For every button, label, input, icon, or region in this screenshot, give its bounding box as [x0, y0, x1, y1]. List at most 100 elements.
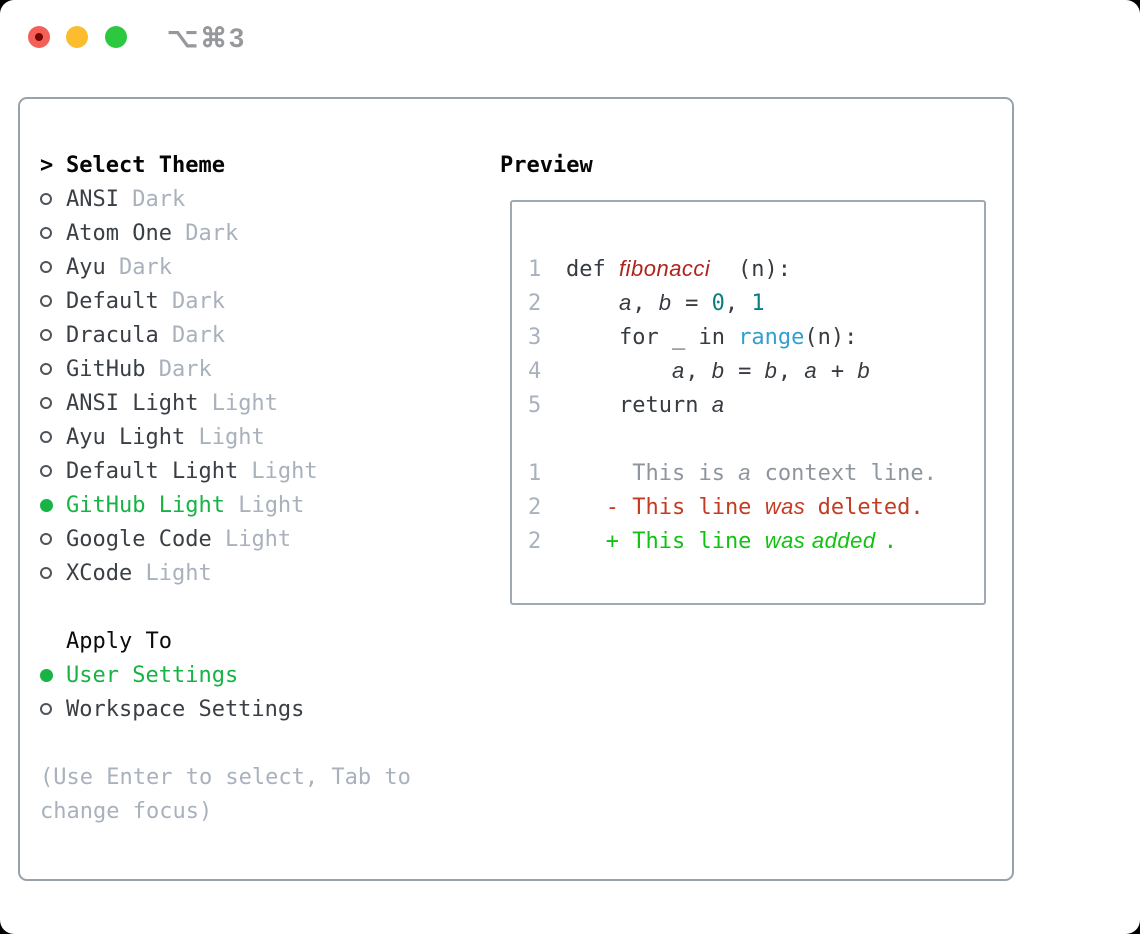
- spacer: [40, 590, 480, 624]
- theme-variant: Light: [185, 424, 265, 450]
- theme-option-google-code[interactable]: Google Code Light: [40, 522, 480, 556]
- code-token: b: [764, 358, 778, 383]
- theme-name: ANSI Light: [66, 390, 199, 416]
- theme-name: XCode: [66, 560, 133, 586]
- line-number: 5: [528, 392, 542, 418]
- radio-icon: [40, 567, 66, 579]
- line-number: 2: [528, 528, 542, 554]
- theme-option-ansi-light[interactable]: ANSI Light Light: [40, 386, 480, 420]
- code-token: b: [658, 290, 672, 315]
- theme-variant: Light: [238, 458, 318, 484]
- code-token: deleted.: [804, 494, 924, 520]
- code-token: a: [804, 358, 818, 383]
- theme-variant: Light: [198, 390, 278, 416]
- radio-icon: [40, 363, 66, 375]
- code-token: return: [566, 392, 712, 418]
- line-number: 2: [528, 494, 542, 520]
- radio-icon: [40, 295, 66, 307]
- code-token: was: [764, 494, 806, 519]
- theme-option-xcode[interactable]: XCode Light: [40, 556, 480, 590]
- code-token: a: [671, 358, 685, 383]
- code-line: 1 This is a context line.: [528, 456, 976, 490]
- code-token: ,: [724, 290, 752, 316]
- theme-option-default-dark[interactable]: Default Dark: [40, 284, 480, 318]
- close-dot-icon: [35, 33, 43, 41]
- code-token: [566, 359, 672, 384]
- theme-name: Ayu Light: [66, 424, 186, 450]
- code-line: 2 - This line was deleted.: [528, 490, 976, 524]
- code-token: [566, 291, 619, 316]
- code-token: b: [711, 358, 725, 383]
- code-token: range: [738, 324, 805, 350]
- code-token: ,: [777, 358, 805, 384]
- line-number: 1: [528, 256, 542, 282]
- close-button[interactable]: [28, 26, 50, 48]
- theme-variant: Dark: [158, 322, 225, 348]
- select-theme-title: Select Theme: [66, 152, 225, 178]
- theme-name: ANSI: [66, 186, 119, 212]
- radio-icon: [40, 193, 66, 205]
- code-token: def: [566, 256, 619, 282]
- theme-variant: Light: [224, 492, 305, 518]
- radio-selected-icon: [40, 668, 66, 682]
- theme-option-ansi-dark[interactable]: ANSI Dark: [40, 182, 480, 216]
- theme-variant: Dark: [171, 220, 239, 246]
- code-token: (n):: [738, 256, 792, 282]
- theme-option-ayu-light[interactable]: Ayu Light Light: [40, 420, 480, 454]
- code-token: =: [671, 290, 712, 316]
- theme-name: Ayu: [66, 254, 106, 280]
- radio-icon: [40, 703, 66, 715]
- theme-option-dracula-dark[interactable]: Dracula Dark: [40, 318, 480, 352]
- focus-caret-icon: >: [40, 152, 54, 178]
- radio-icon: [40, 397, 66, 409]
- code-token: for _ in: [566, 324, 739, 350]
- theme-option-github-dark[interactable]: GitHub Dark: [40, 352, 480, 386]
- theme-name: GitHub: [66, 356, 146, 382]
- code-token: was added: [764, 528, 876, 553]
- theme-option-default-light[interactable]: Default Light Light: [40, 454, 480, 488]
- code-token: ,: [632, 290, 659, 316]
- radio-icon: [40, 533, 66, 545]
- theme-option-atom-one-dark[interactable]: Atom One Dark: [40, 216, 480, 250]
- apply-option-workspace-settings[interactable]: Workspace Settings: [40, 692, 480, 726]
- line-number: 2: [528, 290, 542, 316]
- code-token: a: [711, 392, 725, 417]
- code-line: 3 for _ in range(n):: [528, 320, 976, 354]
- code-token: a: [618, 290, 632, 315]
- theme-option-github-light[interactable]: GitHub Light Light: [40, 488, 480, 522]
- theme-name: Dracula: [66, 322, 159, 348]
- theme-variant: Dark: [118, 186, 186, 212]
- zoom-button[interactable]: [105, 26, 127, 48]
- code-line: [528, 422, 976, 456]
- radio-icon: [40, 329, 66, 341]
- code-token: =: [724, 358, 765, 384]
- code-token: - This line: [566, 494, 765, 520]
- radio-icon: [40, 431, 66, 443]
- radio-icon: [40, 465, 66, 477]
- code-token: +: [817, 358, 858, 384]
- theme-variant: Dark: [158, 288, 225, 314]
- theme-name: Google Code: [66, 526, 212, 552]
- apply-option-user-settings[interactable]: User Settings: [40, 658, 480, 692]
- radio-icon: [40, 261, 66, 273]
- theme-name: Atom One: [66, 220, 172, 246]
- theme-option-ayu-dark[interactable]: Ayu Dark: [40, 250, 480, 284]
- theme-variant: Light: [211, 526, 292, 552]
- radio-selected-icon: [40, 498, 66, 512]
- minimize-button[interactable]: [66, 26, 88, 48]
- line-number: 1: [528, 460, 542, 486]
- apply-to-title: Apply To: [66, 628, 172, 654]
- line-number: 4: [528, 358, 542, 384]
- window-title-shortcut: ⌥⌘3: [167, 23, 247, 53]
- radio-icon: [40, 227, 66, 239]
- code-token: context line.: [751, 460, 937, 486]
- code-token: b: [857, 358, 871, 383]
- theme-variant: Light: [132, 560, 212, 586]
- code-token: a: [738, 460, 751, 485]
- code-token: 1: [751, 290, 765, 316]
